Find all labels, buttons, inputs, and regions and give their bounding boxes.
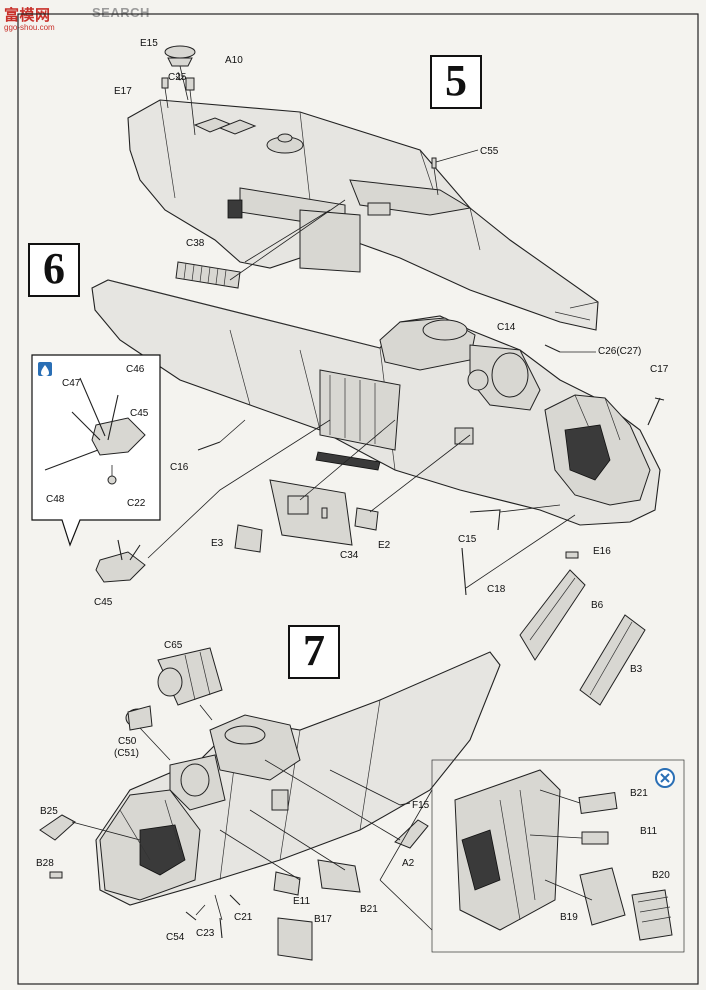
- part-label-c23: C23: [196, 928, 215, 939]
- part-label-b19: B19: [560, 912, 578, 923]
- step-6-number: 6: [28, 243, 80, 297]
- part-label-b25: B25: [40, 806, 58, 817]
- part-label-c51: (C51): [114, 748, 140, 759]
- part-label-b21-detail: B21: [630, 788, 648, 799]
- part-label-c54: C54: [166, 932, 185, 943]
- part-label-a2: A2: [402, 858, 415, 869]
- part-label-c46: C46: [126, 364, 145, 375]
- part-label-c25: C25: [168, 72, 187, 83]
- part-label-b6: B6: [591, 600, 604, 611]
- part-label-b20: B20: [652, 870, 670, 881]
- step-7-number: 7: [288, 625, 340, 679]
- part-label-c22: C22: [127, 498, 146, 509]
- part-label-c45: C45: [94, 597, 113, 608]
- site-watermark: 富模网 SEARCH ggo-shou.com: [4, 4, 174, 34]
- part-label-c45-callout: C45: [130, 408, 149, 419]
- part-label-c34: C34: [340, 550, 359, 561]
- step5-upper-fuselage: [127, 45, 599, 331]
- part-label-b3: B3: [630, 664, 643, 675]
- part-label-a10: A10: [225, 55, 243, 66]
- part-label-c65: C65: [164, 640, 183, 651]
- part-label-b17: B17: [314, 914, 332, 925]
- watermark-url: ggo-shou.com: [4, 23, 55, 32]
- part-label-c17: C17: [650, 364, 669, 375]
- part-label-b21-main: B21: [360, 904, 378, 915]
- watermark-brand: 富模网: [4, 7, 51, 24]
- part-label-c26: C26(C27): [598, 346, 642, 357]
- step7-fuselage: [39, 647, 685, 961]
- part-label-b28: B28: [36, 858, 54, 869]
- part-label-b11: B11: [640, 826, 658, 837]
- page-frame: [17, 13, 699, 985]
- part-label-e17: E17: [114, 86, 132, 97]
- watermark-search: SEARCH: [92, 5, 150, 20]
- part-label-c50: C50: [118, 736, 137, 747]
- part-label-c14: C14: [497, 322, 516, 333]
- part-label-c18: C18: [487, 584, 506, 595]
- part-label-e15: E15: [140, 38, 158, 49]
- step6-engine-panels: [519, 551, 646, 706]
- part-label-c21: C21: [234, 912, 253, 923]
- step6-main-fuselage: [31, 279, 665, 596]
- part-label-c38: C38: [186, 238, 205, 249]
- part-label-e3: E3: [211, 538, 224, 549]
- step-5-number: 5: [430, 55, 482, 109]
- part-label-e16: E16: [593, 546, 611, 557]
- part-label-e2: E2: [378, 540, 391, 551]
- part-label-c47: C47: [62, 378, 81, 389]
- part-label-c16: C16: [170, 462, 189, 473]
- part-label-e11: E11: [293, 896, 311, 907]
- part-label-c15: C15: [458, 534, 477, 545]
- part-label-c55: C55: [480, 146, 499, 157]
- part-label-f15: F15: [412, 800, 430, 811]
- part-label-c48: C48: [46, 494, 65, 505]
